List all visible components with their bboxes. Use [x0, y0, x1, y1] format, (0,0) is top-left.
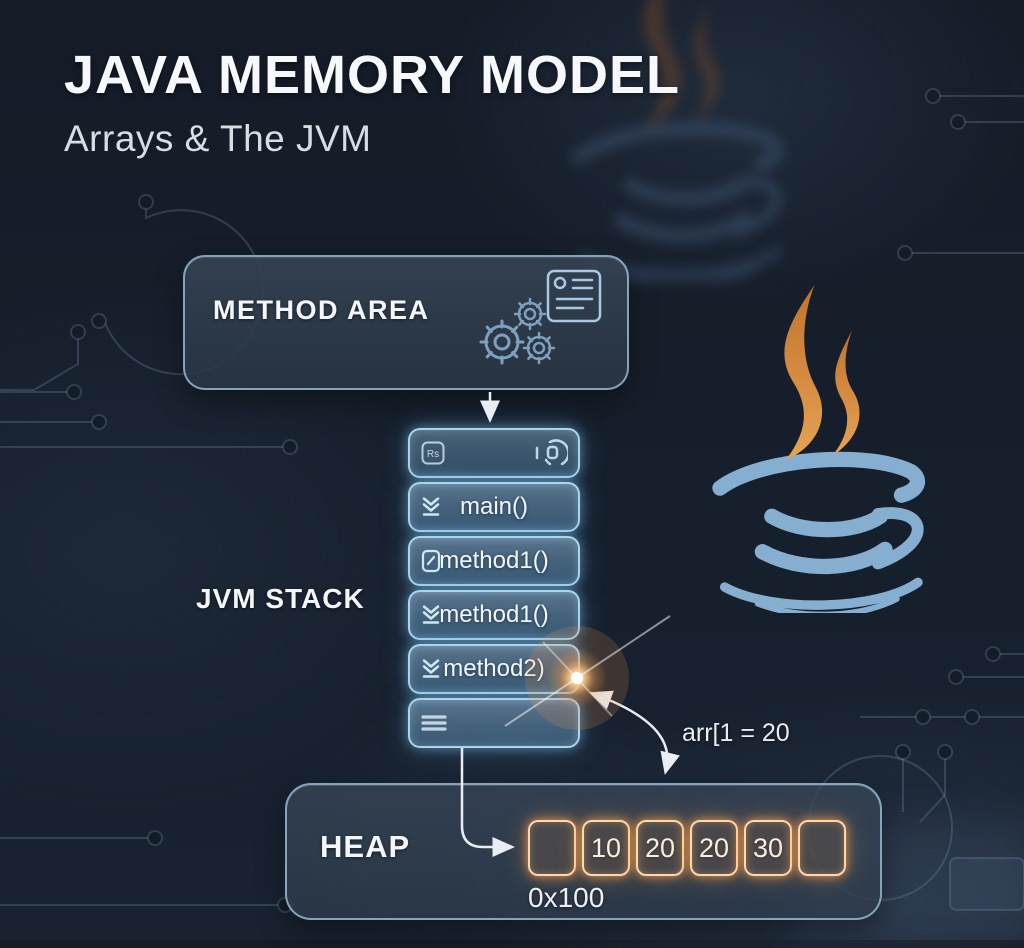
array-cell-2: 20	[636, 820, 684, 876]
jvm-stack-frames: Rs main()	[408, 428, 580, 752]
array-cells: 10 20 20 30	[528, 820, 846, 876]
stack-frame-method1-a: method1()	[408, 536, 580, 586]
stack-frame-empty	[408, 698, 580, 748]
gears-icon	[479, 297, 556, 365]
push-frame-icon	[422, 497, 440, 516]
push-frame-icon	[422, 659, 440, 678]
stack-frame-label: method2)	[443, 655, 545, 682]
page-title: JAVA MEMORY MODEL	[64, 45, 681, 105]
stack-frame-registers: Rs	[408, 428, 580, 478]
array-write-annotation: arr[1 = 20	[682, 719, 790, 747]
array-write-curved-arrow	[589, 690, 680, 775]
method-area-box: METHOD AREA	[183, 255, 629, 390]
script-document-icon	[546, 269, 602, 323]
registers-badge-icon: Rs	[421, 441, 445, 465]
menu-icon	[421, 715, 447, 731]
array-cell-1: 10	[582, 820, 630, 876]
stack-frame-label: main()	[459, 493, 528, 520]
method-area-label: METHOD AREA	[213, 295, 430, 325]
page-subtitle: Arrays & The JVM	[64, 118, 372, 159]
array-cell-4: 30	[744, 820, 792, 876]
array-address-label: 0x100	[528, 882, 605, 913]
stack-frame-label: method1()	[439, 547, 549, 574]
stack-frame-main: main()	[408, 482, 580, 532]
jvm-stack-label: JVM STACK	[196, 583, 365, 614]
stack-frame-method2: method2)	[408, 644, 580, 694]
stack-frame-method1-b: method1()	[408, 590, 580, 640]
process-cycle-icon	[535, 439, 568, 466]
svg-text:Rs: Rs	[427, 449, 439, 460]
note-frame-icon	[421, 549, 441, 573]
heap-box: HEAP 10 20 20 30 0x100	[285, 783, 882, 920]
array-cell-3: 20	[690, 820, 738, 876]
array-cell-0	[528, 820, 576, 876]
stack-frame-label: method1()	[439, 601, 549, 628]
array-cell-5	[798, 820, 846, 876]
heap-label: HEAP	[320, 829, 411, 864]
push-frame-icon	[422, 605, 440, 624]
java-logo	[700, 283, 938, 618]
